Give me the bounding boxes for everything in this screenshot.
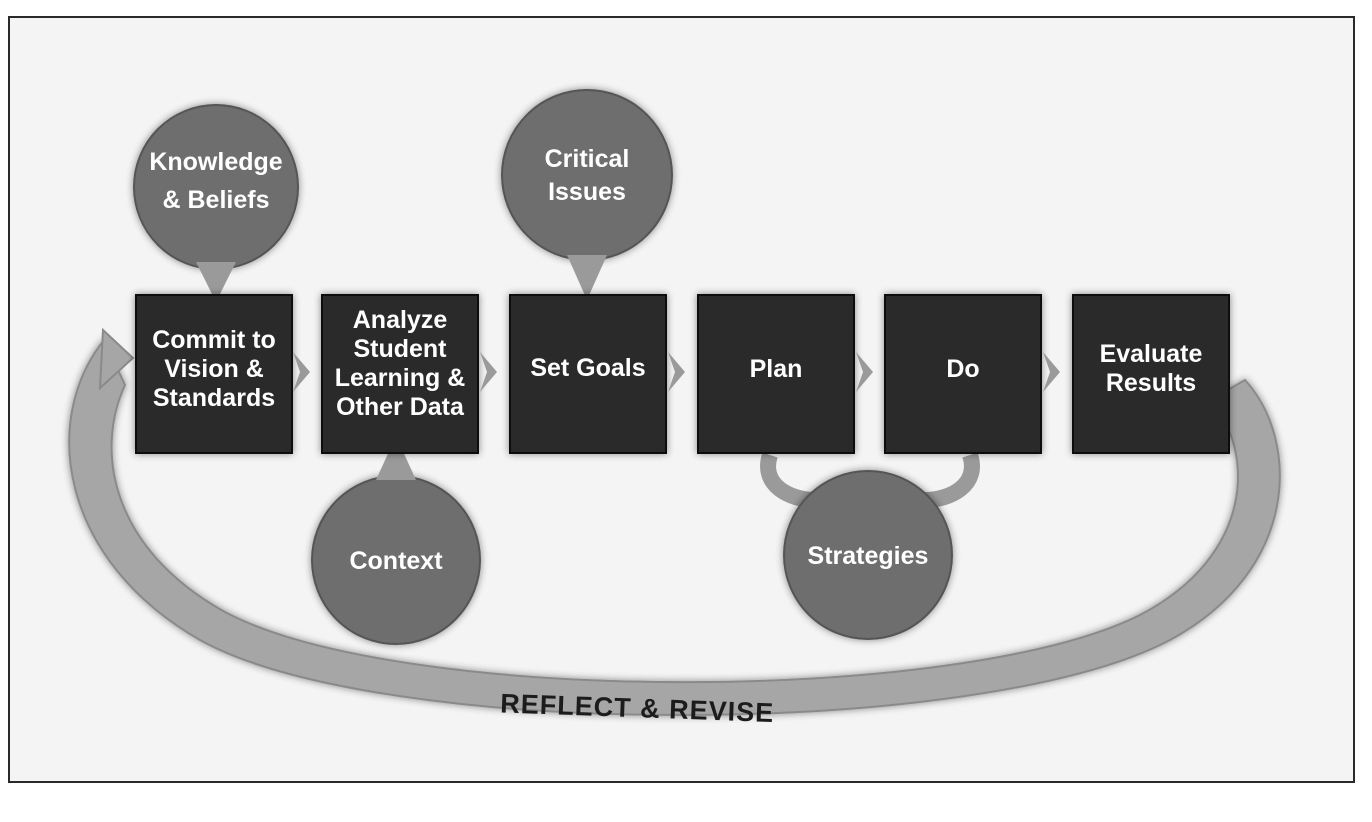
step-set-goals: Set Goals [509, 294, 667, 454]
step-do: Do [884, 294, 1042, 454]
chevron-right-icon [293, 352, 310, 392]
step-label-line: Student [353, 335, 447, 363]
circle-connectors [196, 255, 607, 480]
circle-context: Context [311, 475, 481, 645]
circle-label-line: Issues [548, 178, 626, 206]
circle-label-line: Critical [545, 145, 630, 173]
circle-knowledge-beliefs: Knowledge & Beliefs [133, 104, 299, 270]
circle-strategies: Strategies [783, 470, 953, 640]
chevron-right-icon [856, 352, 873, 392]
arrow-issues-to-goals [567, 255, 607, 300]
step-label-line: Plan [750, 355, 803, 383]
step-label-line: Results [1106, 369, 1196, 397]
circle-label-line: Context [349, 547, 443, 575]
step-label-line: Vision & [164, 355, 264, 383]
circle-label-line: Strategies [808, 542, 929, 570]
chevron-right-icon [668, 352, 685, 392]
loop-arrowhead [98, 327, 135, 391]
step-commit-vision: Commit to Vision & Standards [135, 294, 293, 454]
chevron-right-icon [1043, 352, 1060, 392]
arrow-context-to-analyze [376, 436, 416, 480]
chevron-right-icon [480, 352, 497, 392]
flow-arrows [293, 352, 1060, 392]
step-evaluate-results: Evaluate Results [1072, 294, 1230, 454]
step-label-line: Commit to [152, 326, 276, 354]
arrow-knowledge-to-commit [196, 262, 236, 302]
input-circles: Knowledge & Beliefs Critical Issues Cont… [133, 89, 953, 645]
step-label-line: Standards [153, 384, 275, 412]
step-label-line: Learning & [335, 364, 466, 392]
circle-label-line: & Beliefs [163, 186, 270, 214]
step-label-line: Evaluate [1100, 340, 1203, 368]
loop-arc [68, 338, 1281, 716]
circle-label-line: Knowledge [149, 148, 282, 176]
step-label-line: Other Data [336, 393, 465, 421]
step-analyze-data: Analyze Student Learning & Other Data [321, 294, 479, 454]
step-label-line: Set Goals [530, 354, 645, 382]
step-boxes: Commit to Vision & Standards Analyze Stu… [135, 294, 1230, 454]
step-plan: Plan [697, 294, 855, 454]
step-label-line: Do [946, 355, 979, 383]
step-label-line: Analyze [353, 306, 448, 334]
reflect-revise-loop: REFLECT & REVISE [68, 327, 1281, 728]
circle-critical-issues: Critical Issues [501, 89, 673, 261]
